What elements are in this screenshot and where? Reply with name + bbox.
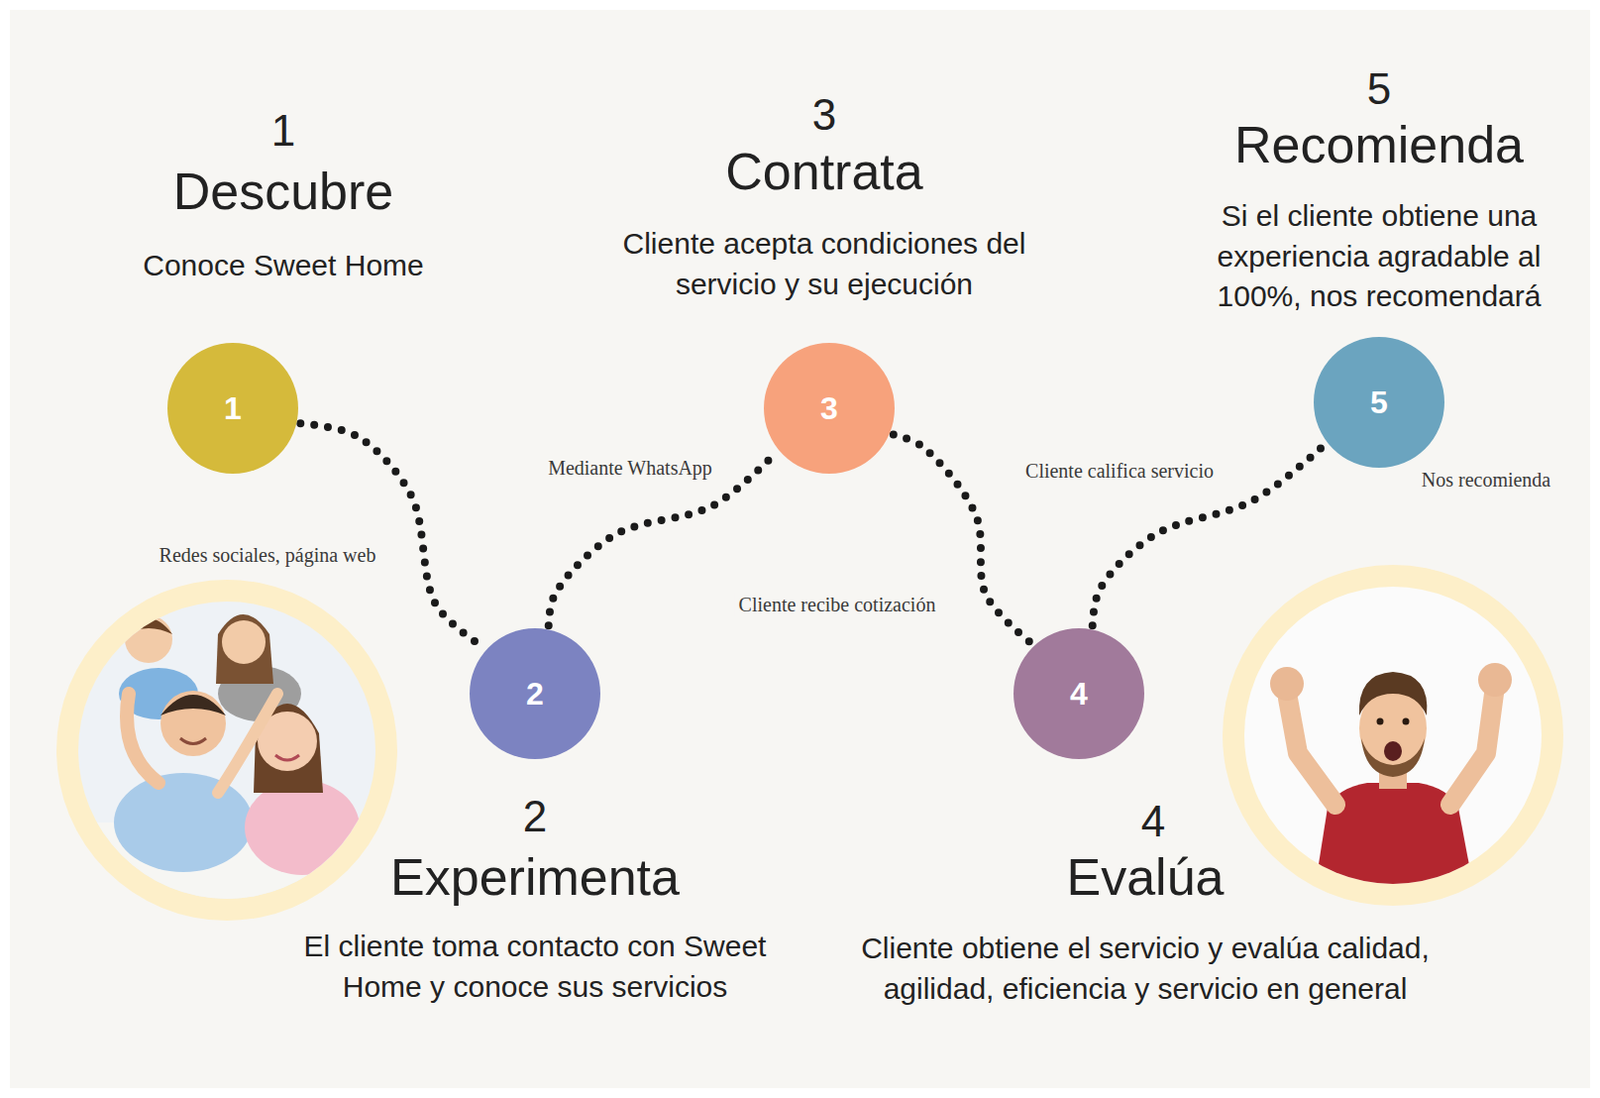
step-description: Cliente obtiene el servicio y evalúa cal… <box>848 928 1443 1009</box>
circle-fill <box>1013 628 1145 759</box>
step-number: 5 <box>1370 386 1388 419</box>
step-number-heading: 2 <box>523 792 547 841</box>
girl-hair <box>215 614 274 684</box>
connector-label: Cliente recibe cotización <box>735 592 941 617</box>
woman-body <box>244 779 360 875</box>
boy-arm <box>126 693 159 783</box>
step-circle: 3 <box>763 342 895 474</box>
step-heading: Descubre <box>173 163 395 220</box>
step-circle: 5 <box>1313 336 1445 468</box>
dotted-connector <box>300 423 484 647</box>
step-number: 1 <box>223 392 242 425</box>
left-arm <box>1287 698 1336 805</box>
left-fist <box>1270 666 1304 701</box>
circle-fill <box>469 628 601 759</box>
man-smile <box>180 738 207 745</box>
circle-fill <box>167 342 299 474</box>
right-fist <box>1478 662 1512 697</box>
photo-ring <box>56 579 398 921</box>
step-description: Conoce Sweet Home <box>142 245 424 287</box>
flow-note: Nos recomienda <box>1417 467 1556 492</box>
open-mouth <box>1384 741 1402 761</box>
man-beard <box>1361 738 1425 777</box>
circle-fill <box>1313 336 1445 468</box>
right-arm <box>1450 693 1494 805</box>
step-number-heading: 4 <box>1141 797 1166 846</box>
man-hair <box>160 694 226 716</box>
step-description: Si el cliente obtiene una experiencia ag… <box>1171 196 1588 318</box>
step-circle: 1 <box>167 342 299 474</box>
step-heading: Contrata <box>725 143 923 201</box>
step-number: 4 <box>1069 677 1088 710</box>
man-hair <box>1359 671 1427 716</box>
step-number-heading: 3 <box>812 91 837 139</box>
step-number-heading: 1 <box>271 106 296 155</box>
step-heading: Experimenta <box>390 849 680 906</box>
step-number: 3 <box>820 392 839 425</box>
connector-label: Cliente califica servicio <box>1021 458 1218 483</box>
boy-head <box>124 615 173 663</box>
family-photo <box>56 579 398 921</box>
happy-man-photo <box>1222 564 1564 906</box>
photo-ring <box>1222 564 1564 906</box>
girl-arm <box>217 693 278 793</box>
man-body <box>113 772 253 872</box>
eye <box>1377 718 1385 726</box>
connector-label: Redes sociales, página web <box>155 542 381 567</box>
step-number-heading: 5 <box>1367 65 1391 113</box>
step-heading: Recomienda <box>1234 116 1524 174</box>
circle-fill <box>763 342 895 474</box>
step-circle: 2 <box>469 628 601 759</box>
step-heading: Evalúa <box>1066 849 1225 906</box>
boy-hair <box>124 618 173 635</box>
eye <box>1402 718 1410 726</box>
step-number: 2 <box>526 677 544 710</box>
girl-head <box>221 620 266 664</box>
man-head <box>160 690 226 756</box>
step-circle: 4 <box>1013 628 1145 759</box>
step-description: Cliente acepta condiciones del servicio … <box>591 223 1058 305</box>
step-description: El cliente toma contacto con Sweet Home … <box>297 926 773 1007</box>
connector-label: Mediante WhatsApp <box>543 455 717 480</box>
woman-smile <box>275 754 300 760</box>
